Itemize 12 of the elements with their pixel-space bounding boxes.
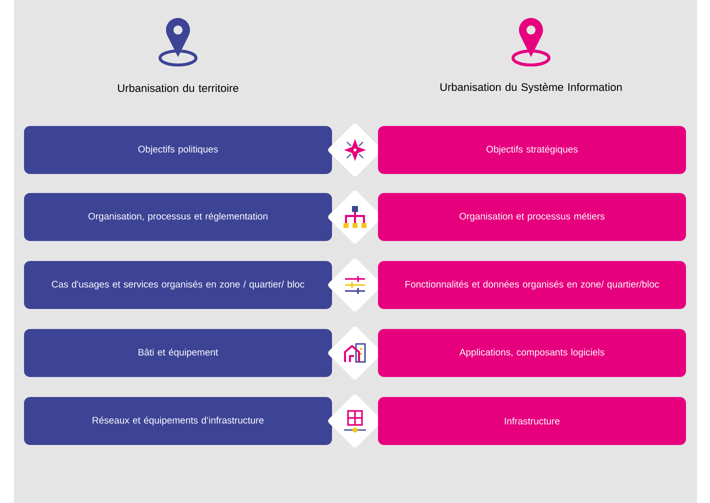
label-box: Fonctionnalités et données organisés en zone/ quartier/bloc: [378, 260, 686, 309]
label-box: Organisation, processus et réglementation: [24, 193, 332, 241]
label-box: Cas d'usages et services organisés en zone / quartier/ bloc: [24, 260, 332, 309]
label-box: Objectifs politiques: [24, 126, 332, 174]
label-box: Objectifs stratégiques: [378, 126, 686, 174]
column-heading: Urbanisation du territoire: [118, 84, 238, 92]
label-box: Infrastructure: [378, 396, 686, 445]
label-box: Applications, composants logiciels: [378, 329, 686, 377]
label-box: Bâti et équipement: [24, 329, 332, 377]
column-heading: Urbanisation du Système Information: [440, 82, 622, 94]
label-box: Réseaux et équipements d’infrastructure: [24, 396, 332, 445]
label-box: Organisation et processus métiers: [378, 193, 686, 241]
